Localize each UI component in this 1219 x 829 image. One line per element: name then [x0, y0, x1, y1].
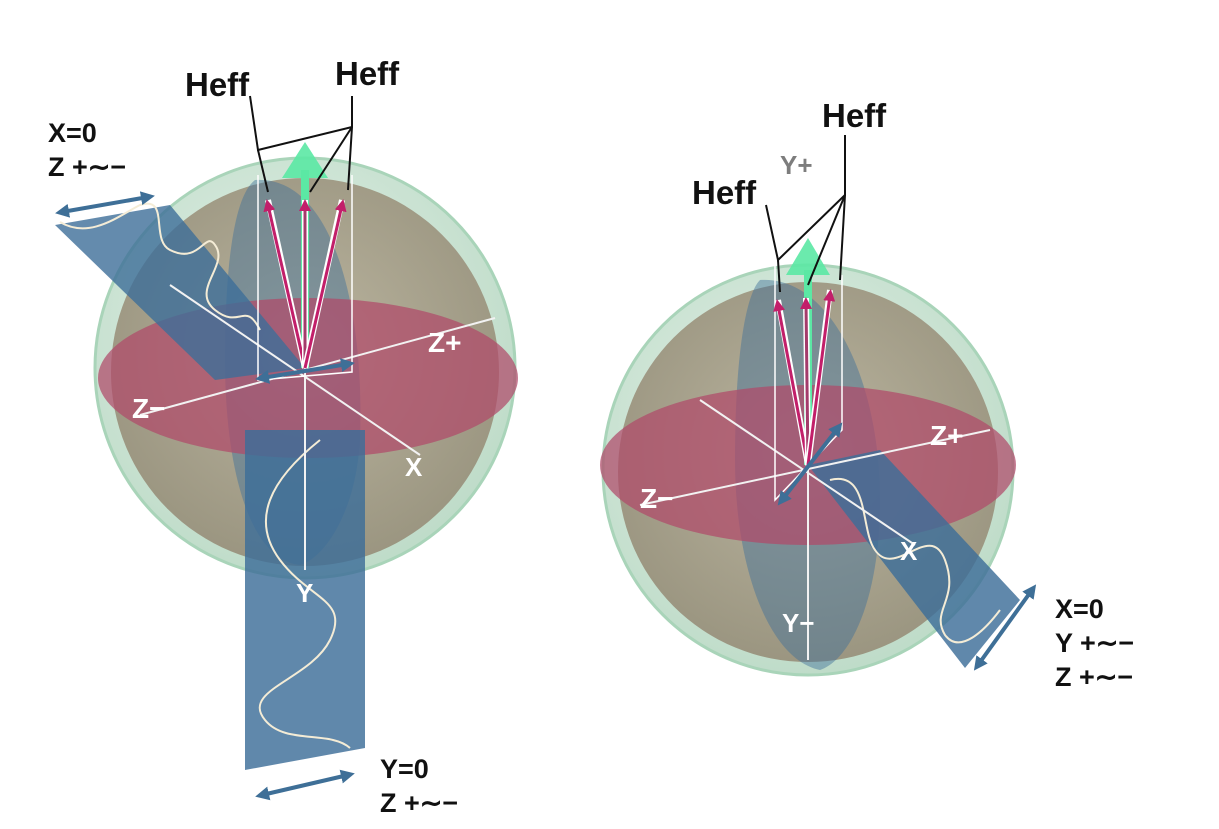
left-heff-arrow-right-core [303, 199, 347, 369]
left-bottom-double-arrow [255, 769, 355, 801]
right-z-minus-label: Z− [640, 483, 673, 514]
right-double-arrow [973, 584, 1037, 671]
left-heff-label-2: Heff [335, 55, 400, 92]
left-heff-arrow-left-core [263, 199, 307, 369]
right-origin-oscillation-arrow [777, 422, 843, 506]
right-heff-arrow-center-core [800, 297, 813, 466]
left-top-note-line-1: X=0 [48, 118, 97, 148]
right-sphere-group [600, 135, 1037, 677]
left-bottom-note-line-1: Y=0 [380, 754, 429, 784]
left-heff-leader-3 [257, 149, 269, 193]
right-heff-leader-3 [807, 194, 846, 286]
right-note-line-1: X=0 [1055, 594, 1104, 624]
left-sphere-group [55, 95, 518, 801]
left-z-plus-label: Z+ [428, 327, 461, 358]
right-note-line-2: Y +∼− [1055, 628, 1134, 658]
left-heff-leader-1 [249, 95, 353, 152]
left-y-label: Y [296, 578, 313, 608]
right-y-minus-label: Y− [782, 608, 815, 638]
left-origin-oscillation-arrow [255, 358, 355, 384]
right-x-label: X [900, 536, 918, 566]
right-z-plus-label: Z+ [930, 420, 963, 451]
left-x-label: X [405, 452, 423, 482]
left-bottom-note-line-2: Z +∼− [380, 788, 458, 818]
right-heff-label-1: Heff [692, 174, 757, 211]
left-y-plus-arrowhead [282, 142, 328, 178]
right-heff-label-2: Heff [822, 97, 887, 134]
left-heff-label-1: Heff [185, 66, 250, 103]
right-y-plus-label: Y+ [780, 150, 813, 180]
right-wave [829, 477, 1001, 644]
left-top-double-arrow [55, 191, 155, 218]
left-heff-leader-4 [309, 126, 353, 193]
left-bottom-wave [258, 439, 351, 749]
left-z-minus-label: Z− [132, 393, 165, 424]
right-heff-leader-4 [777, 259, 781, 293]
right-note-line-3: Z +∼− [1055, 662, 1133, 692]
left-top-note-line-2: Z +∼− [48, 152, 126, 182]
left-bottom-wave-panel [245, 430, 365, 770]
right-y-plus-arrowhead [786, 238, 830, 275]
